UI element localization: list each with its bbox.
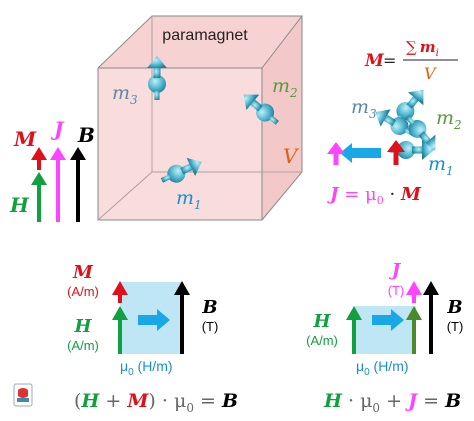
panel-H-plus-M xyxy=(112,281,190,354)
left-H-label: H xyxy=(9,193,30,217)
moment-ring xyxy=(327,83,444,165)
panel-H-plus-J xyxy=(346,281,439,354)
svg-text:M: M xyxy=(364,51,385,71)
p1-B-label: B xyxy=(201,297,217,318)
svg-text:J = μ0 · M: J = μ0 · M xyxy=(327,184,422,207)
ring-m2-label: m2 xyxy=(436,107,462,132)
p2-H-unit: (A/m) xyxy=(306,333,338,348)
p2-B-label: B xyxy=(446,297,462,318)
p2-J-label: J xyxy=(389,260,402,281)
volume-label: V xyxy=(283,144,300,168)
ring-m3-label: m3 xyxy=(351,96,377,121)
left-J-label: J xyxy=(50,117,65,141)
ring-m1-label: m1 xyxy=(428,153,454,178)
p1-M-unit: (A/m) xyxy=(67,284,99,299)
paramagnet-label: paramagnet xyxy=(162,27,248,44)
p2-J-unit: (T) xyxy=(388,283,405,298)
p2-H-label: H xyxy=(312,311,331,332)
m1-label: m1 xyxy=(176,187,202,212)
left-B-label: B xyxy=(77,123,95,147)
p2-mu-label: μ0 (H/m) xyxy=(356,358,409,378)
polarization-formula: J = μ0 · M xyxy=(327,184,422,207)
paramagnet-box xyxy=(97,15,304,221)
p1-mu-label: μ0 (H/m) xyxy=(120,358,173,378)
p1-B-unit: (T) xyxy=(202,319,219,334)
left-vectors: M J B H xyxy=(9,117,95,222)
magnetization-formula: M = ∑mi V xyxy=(364,38,458,83)
equation-H-plus-M: (H + M) · μ0 = B xyxy=(74,390,238,415)
left-M-label: M xyxy=(13,127,37,151)
svg-text:=: = xyxy=(383,51,396,70)
m3-label: m3 xyxy=(112,82,138,107)
p2-B-unit: (T) xyxy=(447,319,464,334)
m2-label: m2 xyxy=(272,75,298,100)
svg-text:∑mi: ∑mi xyxy=(406,38,439,59)
p1-H-label: H xyxy=(73,316,92,337)
p1-H-unit: (A/m) xyxy=(67,338,99,353)
svg-text:V: V xyxy=(424,64,437,83)
equation-H-plus-J: H · μ0 + J = B xyxy=(323,390,461,415)
logo-icon xyxy=(13,383,33,407)
p1-M-label: M xyxy=(72,262,94,283)
